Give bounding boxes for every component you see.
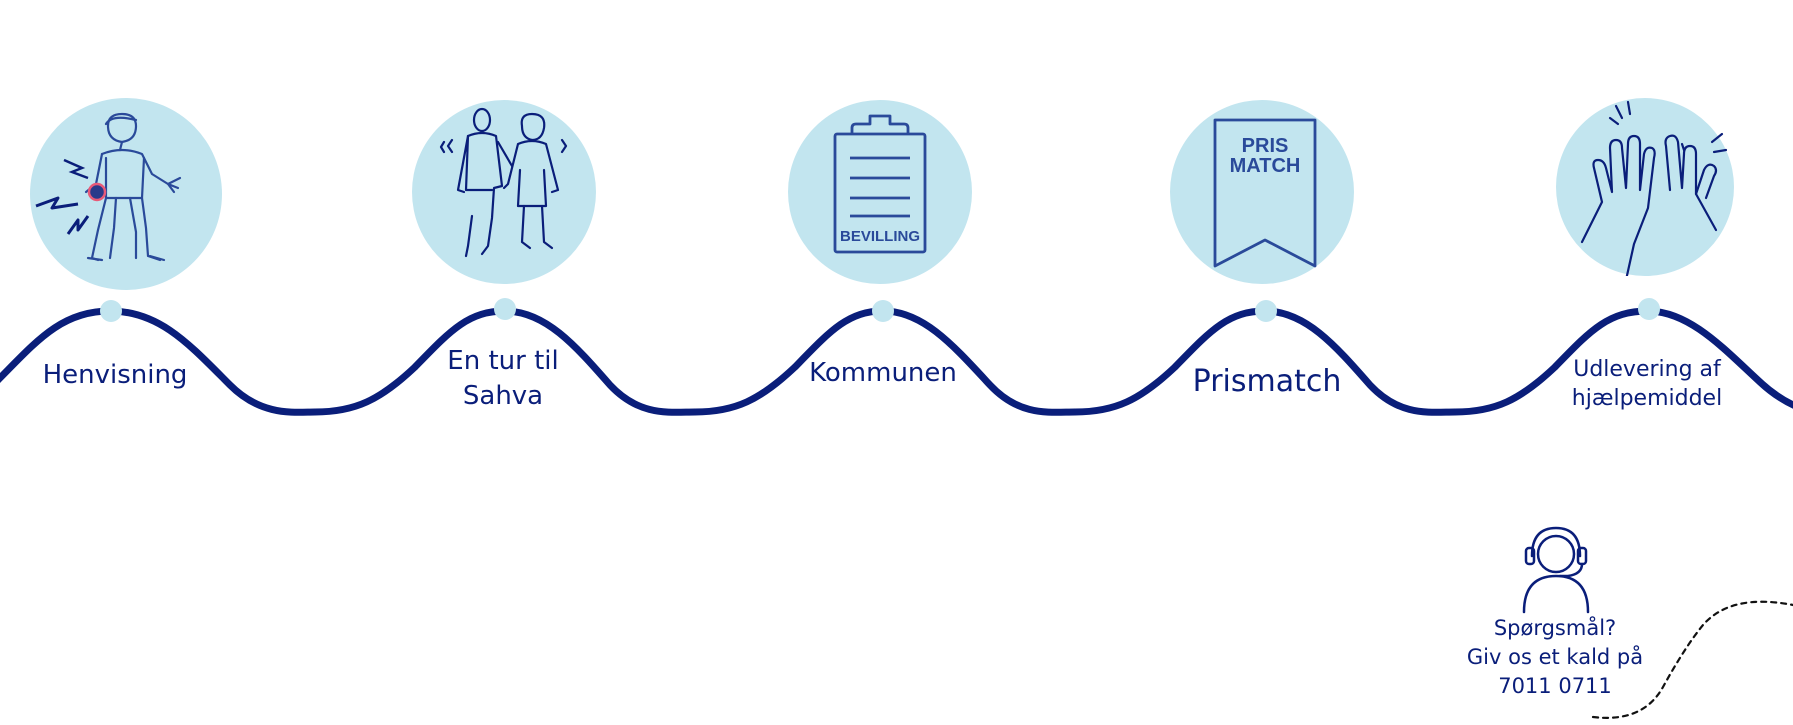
contact-box: Spørgsmål? Giv os et kald på 7011 0711 [1467,614,1643,701]
step-1-label: Henvisning [43,358,188,393]
clipboard-icon: BEVILLING [833,114,927,254]
step-5-label-line-1: Udlevering af [1573,357,1721,382]
dotted-decoration [1591,600,1793,719]
step-dot-5 [1638,298,1660,320]
step-4-label: Prismatch [1193,364,1342,399]
step-2-icon-circle [412,100,596,284]
step-5-label: Udlevering af hjælpemiddel [1572,355,1722,413]
step-dot-1 [100,300,122,322]
step-1-label-line-1: Henvisning [42,360,188,390]
clipboard-badge: BEVILLING [840,228,920,245]
headset-support-icon [1522,526,1590,614]
step-dot-3 [872,300,894,322]
step-3-label-line-1: Kommunen [809,358,957,388]
step-2-label-line-2: Sahva [462,381,544,411]
wave-path [0,307,1793,416]
contact-phone[interactable]: 7011 0711 [1498,674,1612,698]
contact-call-text: Giv os et kald på [1466,645,1644,669]
ribbon-badge-line-1: PRIS [1242,135,1289,157]
step-3-icon-circle: BEVILLING [788,100,972,284]
ribbon-bookmark-icon: PRIS MATCH [1213,118,1317,268]
step-1-icon-circle [30,98,222,290]
contact-question: Spørgsmål? [1493,616,1617,640]
step-5-label-line-2: hjælpemiddel [1571,386,1723,411]
step-2-label: En tur til Sahva [447,344,558,414]
injured-knee-person-icon [35,112,182,262]
step-4-label-line-1: Prismatch [1192,364,1342,399]
step-5-icon-circle [1556,98,1734,276]
step-2-label-line-1: En tur til [447,346,559,376]
ribbon-badge-line-2: MATCH [1230,155,1301,177]
step-dot-4 [1255,300,1277,322]
two-people-walking-icon [439,107,568,258]
step-3-label: Kommunen [809,356,957,391]
high-five-hands-icon [1580,100,1728,276]
step-4-icon-circle: PRIS MATCH [1170,100,1354,284]
step-dot-2 [494,298,516,320]
